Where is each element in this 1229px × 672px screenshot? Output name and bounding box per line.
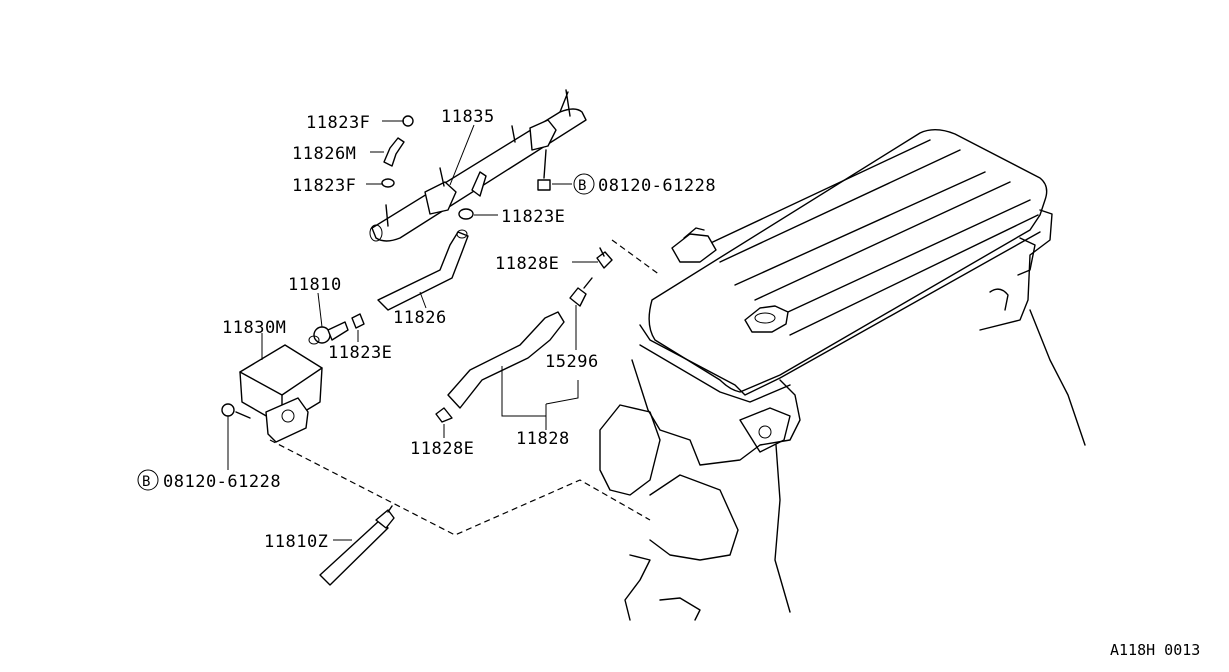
label-11823F-bottom: 11823F	[292, 176, 356, 196]
label-15296: 15296	[545, 352, 599, 372]
bolt-badge-top-letter: B	[578, 178, 587, 194]
label-11810: 11810	[288, 275, 342, 295]
breather-pipe-11835	[369, 89, 587, 242]
bolt-badge-top: B	[573, 173, 595, 195]
label-11826: 11826	[393, 308, 447, 328]
leader-lines	[227, 120, 598, 541]
label-11823E-mid: 11823E	[328, 343, 392, 363]
label-11828E-bottom: 11828E	[410, 439, 474, 459]
part-labels: 11823F 11835 11826M 11823F B 08120-61228…	[137, 107, 716, 552]
label-11823E-top: 11823E	[501, 207, 565, 227]
oil-separator-11830M	[221, 344, 323, 443]
engine-block-illustration	[599, 129, 1086, 621]
label-11826M: 11826M	[292, 144, 356, 164]
clips-and-hoses	[308, 115, 613, 423]
label-11828: 11828	[516, 429, 570, 449]
sealant-tube-11810Z	[319, 505, 395, 586]
label-bolt-top: 08120-61228	[598, 176, 716, 196]
bolt-badge-bottom-letter: B	[142, 474, 151, 490]
diagram-code: A118H 0013	[1110, 641, 1200, 659]
label-11828E-top: 11828E	[495, 254, 559, 274]
bolt-badge-bottom: B	[137, 469, 159, 491]
connector-lines	[269, 239, 661, 536]
label-11830M: 11830M	[222, 318, 286, 338]
label-bolt-bottom: 08120-61228	[163, 472, 281, 492]
label-11835: 11835	[441, 107, 495, 127]
label-11810Z: 11810Z	[264, 532, 328, 552]
label-11823F-top: 11823F	[306, 113, 370, 133]
